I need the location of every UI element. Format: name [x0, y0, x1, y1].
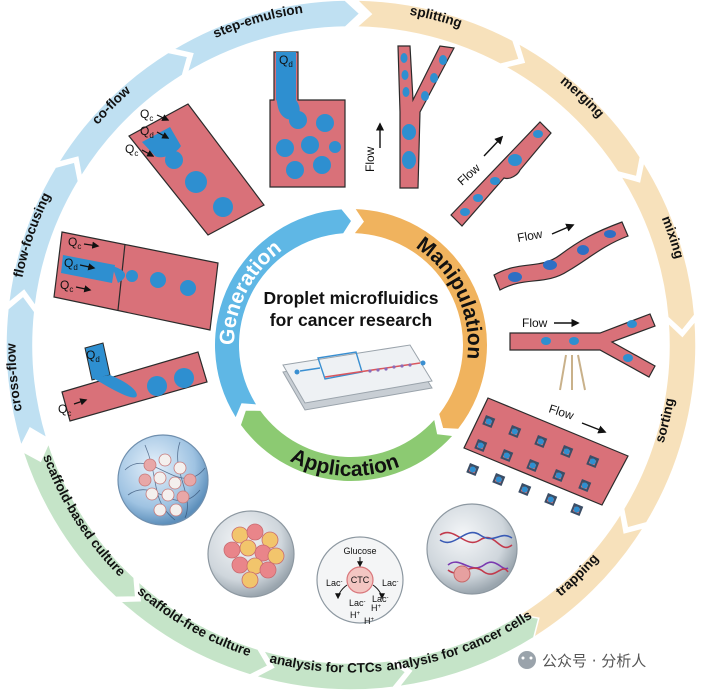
qd-label-crossflow: Qd — [86, 348, 100, 364]
inner-arc-generation — [215, 209, 351, 418]
h-label-1: H+ — [350, 610, 361, 620]
h-label-2: H+ — [371, 603, 382, 613]
outer-segment-sorting — [622, 319, 697, 529]
qd-label-coflow: Qd — [140, 124, 154, 140]
lac-label-2: Lac- — [382, 578, 399, 588]
outer-segment-co-flow — [56, 51, 189, 179]
flow-label-mixing: Flow — [516, 227, 544, 245]
qc-label-ff-bottom: Qc — [60, 278, 73, 294]
outer-segment-scaffold-based — [21, 441, 137, 599]
outer-segment-scaffold-free — [118, 579, 270, 676]
watermark-text: 公众号 · 分析人 — [542, 652, 646, 670]
center-title-line2: for cancer research — [270, 310, 432, 330]
flow-focusing-illustration: Qc Qd Qc — [53, 231, 219, 331]
inner-arc-application — [240, 410, 453, 482]
cancer-cells-sphere — [426, 503, 518, 595]
qc-label-crossflow: Qc — [58, 402, 71, 418]
glucose-label: Glucose — [343, 546, 376, 556]
trapping-illustration: Flow — [463, 397, 629, 517]
scaffold-based-sphere — [117, 434, 209, 526]
qd-label-step: Qd — [279, 53, 293, 69]
scaffold-free-sphere — [207, 510, 295, 598]
lac-label-1: Lac- — [326, 578, 343, 588]
outer-segment-merging — [503, 41, 642, 178]
flow-label-sorting: Flow — [522, 316, 548, 330]
flow-label-merging: Flow — [455, 161, 483, 189]
mixing-illustration: Flow — [493, 221, 629, 291]
qc-label-coflow-bottom: Qc — [125, 142, 138, 158]
watermark: 公众号 · 分析人 — [518, 651, 646, 670]
outer-segment-splitting — [354, 0, 521, 66]
lac-label-4: Lac- — [349, 598, 366, 608]
sorting-illustration: Flow — [509, 313, 656, 391]
center-title-line1: Droplet microfluidics — [263, 288, 438, 308]
co-flow-illustration: Qc Qd Qc — [125, 103, 265, 236]
outer-segment-mixing — [619, 160, 696, 332]
outer-segment-flow-focusing — [7, 161, 80, 309]
inner-arc-manipulation — [354, 209, 488, 429]
merging-illustration: Flow — [450, 121, 552, 227]
outer-segment-step-emulsion — [171, 0, 361, 75]
center-panel: Droplet microfluidics for cancer researc… — [263, 288, 439, 411]
qc-label-ff-top: Qc — [68, 235, 81, 251]
lac-label-3: Lac- — [372, 594, 389, 604]
qc-label-coflow-top: Qc — [140, 107, 153, 123]
step-emulsion-illustration: Qd — [269, 51, 346, 188]
ctc-analysis-sphere: Glucose CTC Lac- Lac- Lac- Lac- H+ H+ H+ — [316, 536, 404, 626]
cross-flow-illustration: Qd Qc — [58, 342, 208, 422]
outer-segment-analysis-cancer-cells — [393, 613, 540, 688]
outer-ring — [5, 0, 697, 690]
flow-label-trapping: Flow — [547, 402, 576, 423]
flow-label-splitting: Flow — [363, 146, 377, 172]
qd-label-ff: Qd — [64, 256, 78, 272]
chip-illustration — [282, 344, 433, 411]
h-label-3: H+ — [364, 616, 375, 626]
outer-segment-cross-flow — [5, 294, 49, 448]
splitting-illustration: Flow — [363, 45, 455, 189]
ctc-label: CTC — [351, 575, 370, 585]
inner-ring — [215, 209, 488, 482]
inner-label-application: Application — [287, 444, 402, 481]
